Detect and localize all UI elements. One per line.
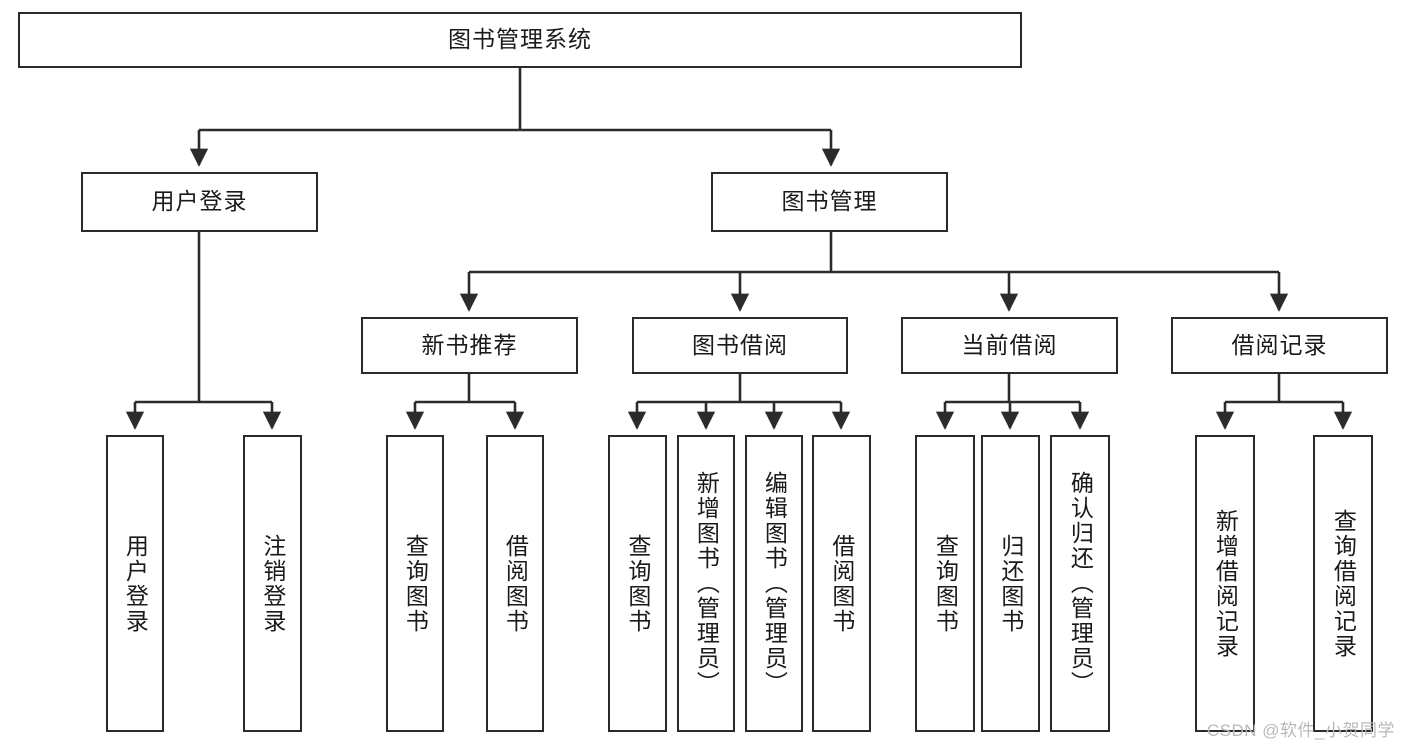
- node-leaf-query-book-3-label: 查询图书: [932, 533, 959, 634]
- node-leaf-logout-label: 注销登录: [259, 533, 286, 634]
- node-root[interactable]: 图书管理系统: [18, 12, 1022, 68]
- node-book-manage[interactable]: 图书管理: [711, 172, 948, 232]
- node-leaf-borrow-book-2[interactable]: 借阅图书: [812, 435, 871, 732]
- node-leaf-query-record-label: 查询借阅记录: [1330, 508, 1357, 659]
- node-borrow-record-label: 借阅记录: [1231, 331, 1328, 358]
- node-leaf-query-book-1[interactable]: 查询图书: [386, 435, 444, 732]
- node-leaf-query-book-2-label: 查询图书: [624, 533, 651, 634]
- node-leaf-edit-book[interactable]: 编辑图书（管理员）: [745, 435, 803, 732]
- node-new-book-rec-label: 新书推荐: [421, 331, 518, 358]
- node-new-book-rec[interactable]: 新书推荐: [361, 317, 578, 374]
- node-leaf-query-book-1-label: 查询图书: [402, 533, 429, 634]
- node-leaf-query-record[interactable]: 查询借阅记录: [1313, 435, 1373, 732]
- node-current-borrow[interactable]: 当前借阅: [901, 317, 1118, 374]
- node-current-borrow-label: 当前借阅: [961, 331, 1058, 358]
- node-leaf-edit-book-label: 编辑图书（管理员）: [761, 471, 788, 696]
- node-book-manage-label: 图书管理: [781, 188, 878, 215]
- node-leaf-user-login-label: 用户登录: [122, 533, 149, 634]
- node-leaf-borrow-book-1-label: 借阅图书: [502, 533, 529, 634]
- watermark: CSDN @软件_小贺同学: [1206, 721, 1395, 740]
- node-leaf-logout[interactable]: 注销登录: [243, 435, 302, 732]
- node-user-login-label: 用户登录: [151, 188, 248, 215]
- node-leaf-add-record[interactable]: 新增借阅记录: [1195, 435, 1255, 732]
- node-leaf-user-login[interactable]: 用户登录: [106, 435, 164, 732]
- node-user-login[interactable]: 用户登录: [81, 172, 318, 232]
- node-leaf-add-book-label: 新增图书（管理员）: [693, 471, 720, 696]
- node-book-borrow[interactable]: 图书借阅: [632, 317, 848, 374]
- node-leaf-query-book-2[interactable]: 查询图书: [608, 435, 667, 732]
- node-borrow-record[interactable]: 借阅记录: [1171, 317, 1388, 374]
- node-leaf-borrow-book-1[interactable]: 借阅图书: [486, 435, 544, 732]
- node-leaf-confirm-return[interactable]: 确认归还（管理员）: [1050, 435, 1110, 732]
- node-leaf-return-book-label: 归还图书: [997, 533, 1024, 634]
- node-root-label: 图书管理系统: [448, 26, 592, 53]
- node-leaf-borrow-book-2-label: 借阅图书: [828, 533, 855, 634]
- node-leaf-add-record-label: 新增借阅记录: [1212, 508, 1239, 659]
- node-leaf-add-book[interactable]: 新增图书（管理员）: [677, 435, 735, 732]
- node-book-borrow-label: 图书借阅: [692, 331, 788, 358]
- node-leaf-confirm-return-label: 确认归还（管理员）: [1067, 471, 1094, 696]
- node-leaf-query-book-3[interactable]: 查询图书: [915, 435, 975, 732]
- node-leaf-return-book[interactable]: 归还图书: [981, 435, 1040, 732]
